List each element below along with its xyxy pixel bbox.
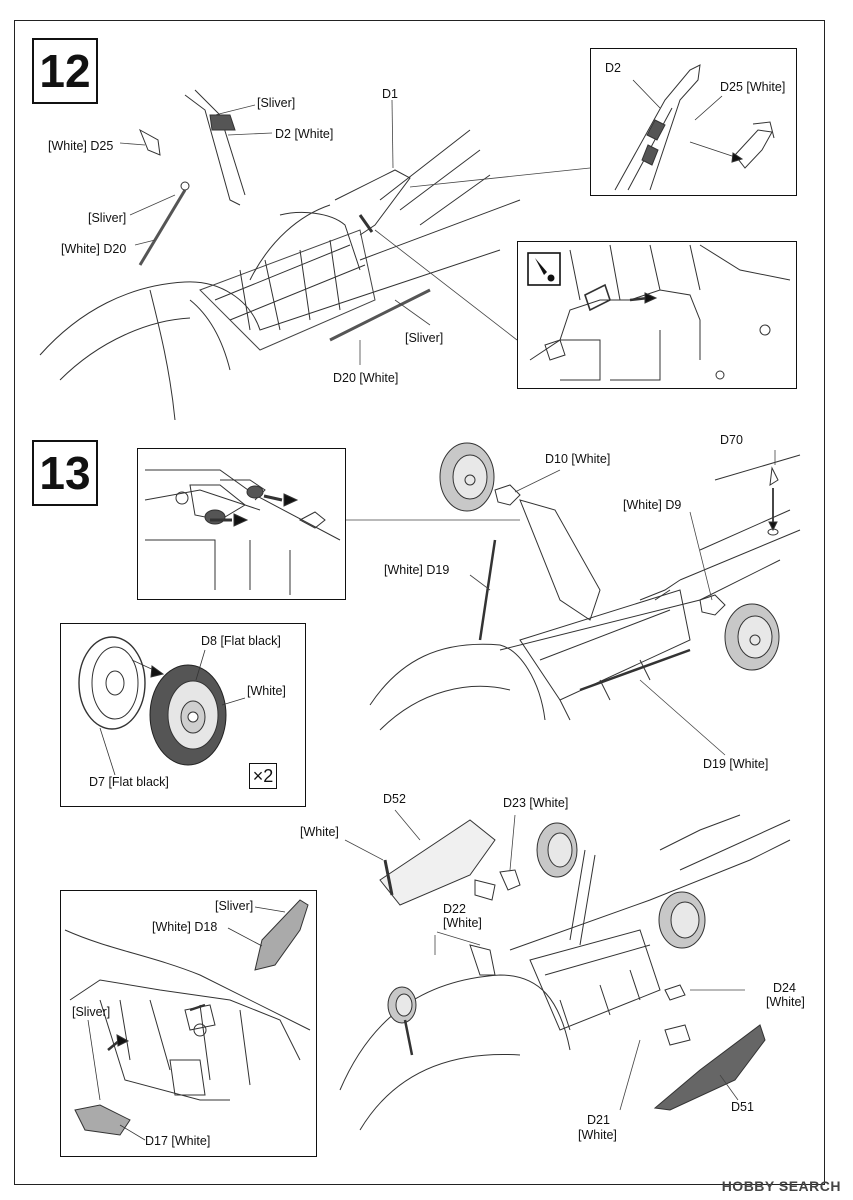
label-d24-white: [White] xyxy=(766,995,805,1009)
label-d24: D24 xyxy=(773,981,796,995)
label-d18-white: [White] D18 xyxy=(152,920,218,934)
label-sliver-d2: [Sliver] xyxy=(257,96,296,110)
label-inset-d2: D2 xyxy=(605,61,621,75)
watermark-text: HOBBY SEARCH xyxy=(721,1178,841,1194)
label-d19-white-left: [White] D19 xyxy=(384,563,450,577)
label-d9-white: [White] D9 xyxy=(623,498,682,512)
quantity-x2-badge: ×2 xyxy=(249,763,277,789)
watermark-logo: HOBBY SEARCH xyxy=(722,1178,841,1194)
label-d21: D21 xyxy=(587,1113,610,1127)
label-d21-white: [White] xyxy=(578,1128,617,1142)
step12-fuselage-drawing xyxy=(39,89,521,421)
page-frame xyxy=(14,20,825,1185)
label-d19-white-right: D19 [White] xyxy=(703,757,769,771)
label-sliver-d20-bottom: [Sliver] xyxy=(405,331,444,345)
label-d2-white: D2 [White] xyxy=(275,127,334,141)
label-wheel-white: [White] xyxy=(247,684,286,698)
label-sliver-d18: [Sliver] xyxy=(215,899,254,913)
caution-icon xyxy=(527,252,561,286)
label-inset-d25: D25 [White] xyxy=(720,80,786,94)
label-d20-white-bottom: D20 [White] xyxy=(333,371,399,385)
label-d22: D22 xyxy=(443,902,466,916)
label-white-d52: [White] xyxy=(300,825,339,839)
label-sliver-d17: [Sliver] xyxy=(72,1005,111,1019)
step13-lower-fuselage-drawing xyxy=(339,814,791,1131)
label-d7-flat-black: D7 [Flat black] xyxy=(89,775,169,789)
label-sliver-d20: [Sliver] xyxy=(88,211,127,225)
label-d20-white-left: [White] D20 xyxy=(61,242,127,256)
label-d10-white: D10 [White] xyxy=(545,452,611,466)
label-d52: D52 xyxy=(383,792,406,806)
label-d17-white: D17 [White] xyxy=(145,1134,211,1148)
step-number-12: 12 xyxy=(32,38,98,104)
inset-strut-detail xyxy=(590,48,797,196)
label-d8-flat-black: D8 [Flat black] xyxy=(201,634,281,648)
label-d22-white: [White] xyxy=(443,916,482,930)
label-d23-white: D23 [White] xyxy=(503,796,569,810)
label-d70: D70 xyxy=(720,433,743,447)
step13-wheels-drawing xyxy=(439,442,780,671)
inset-gear-attachment xyxy=(137,448,346,600)
label-d25-white: [White] D25 xyxy=(48,139,114,153)
label-d1: D1 xyxy=(382,87,398,101)
step13-upper-fuselage-drawing xyxy=(369,454,801,731)
step-number-13: 13 xyxy=(32,440,98,506)
label-d51: D51 xyxy=(731,1100,754,1114)
